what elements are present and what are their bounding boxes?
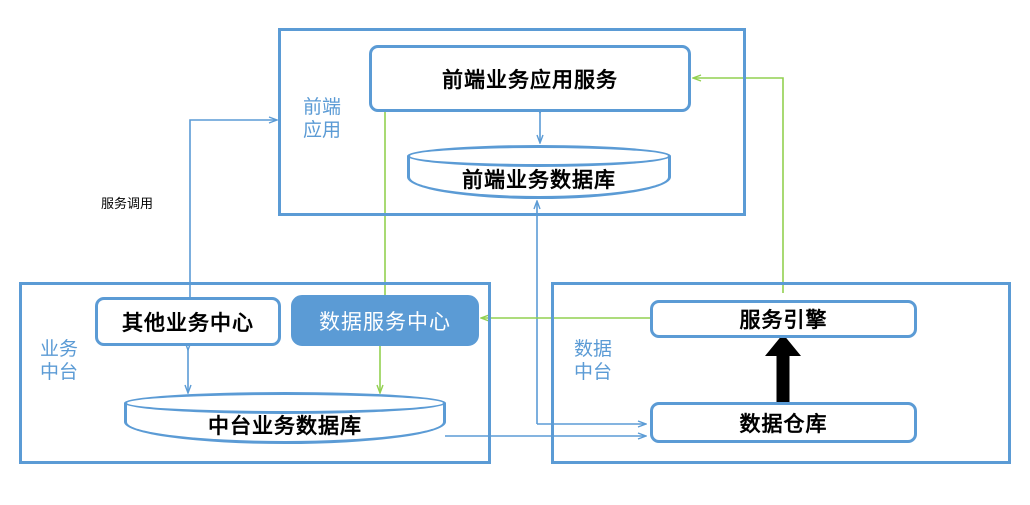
node-middle-database[interactable]: 中台业务数据库	[124, 392, 446, 444]
edge-label-service-call: 服务调用	[101, 197, 154, 212]
container-business-middle	[19, 282, 491, 464]
frontend-database-top	[407, 145, 671, 167]
node-middle-database-label: 中台业务数据库	[208, 414, 362, 438]
container-frontend	[278, 28, 746, 216]
node-data-service-center-label: 数据服务中心	[319, 309, 451, 334]
node-other-business-center[interactable]: 其他业务中心	[95, 297, 281, 346]
container-data-middle	[551, 282, 1011, 464]
container-business-middle-label: 业务 中台	[39, 338, 78, 383]
node-frontend-database[interactable]: 前端业务数据库	[407, 145, 671, 199]
node-frontend-database-label: 前端业务数据库	[462, 168, 616, 192]
node-frontend-app-service-label: 前端业务应用服务	[442, 67, 618, 92]
middle-database-top	[124, 392, 446, 414]
node-data-warehouse[interactable]: 数据仓库	[650, 402, 917, 443]
node-data-service-center[interactable]: 数据服务中心	[291, 295, 479, 346]
node-service-engine[interactable]: 服务引擎	[650, 300, 917, 338]
container-frontend-label: 前端 应用	[302, 96, 341, 141]
edge-service-call	[189, 120, 276, 297]
node-frontend-app-service[interactable]: 前端业务应用服务	[369, 45, 691, 112]
node-data-warehouse-label: 数据仓库	[739, 411, 828, 436]
container-data-middle-label: 数据 中台	[573, 338, 612, 383]
node-service-engine-label: 服务引擎	[739, 308, 828, 332]
node-other-business-center-label: 其他业务中心	[122, 310, 254, 335]
